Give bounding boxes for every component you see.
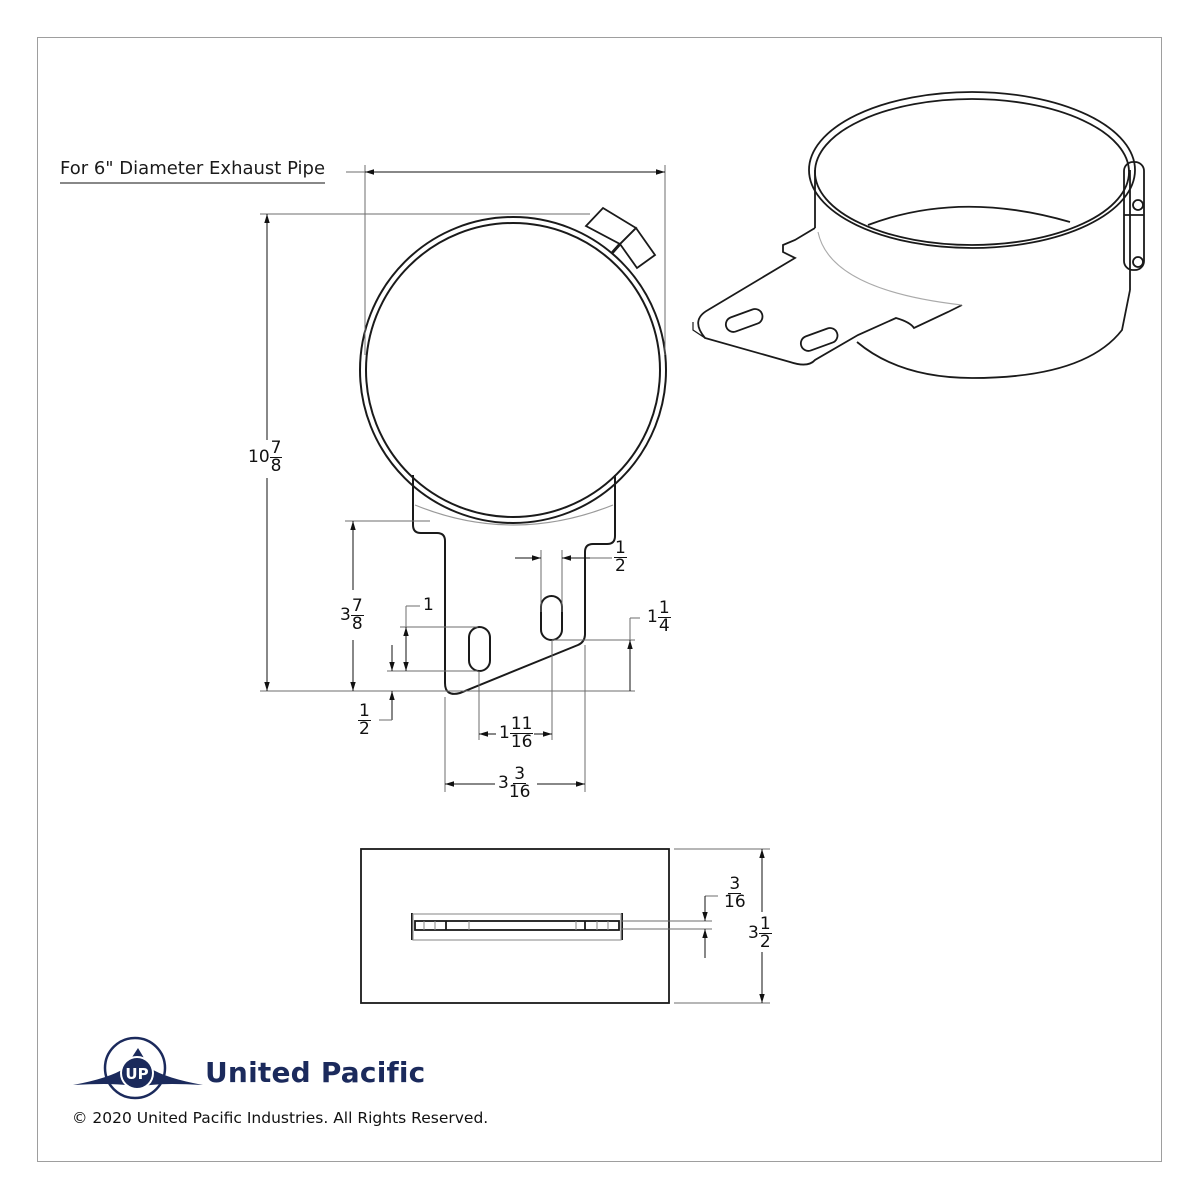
bottom-view-bracket: [360, 848, 670, 1004]
front-view-dimensions: [260, 165, 666, 792]
drawing-title: For 6" Diameter Exhaust Pipe: [60, 158, 326, 184]
drawing-frame: [37, 37, 1162, 1162]
isometric-view-clamp: [692, 91, 1145, 379]
united-pacific-logo-icon: UP: [73, 1036, 203, 1100]
brand-name: United Pacific: [205, 1056, 426, 1089]
left-slot: [468, 626, 491, 672]
hinge-icon: [1123, 161, 1145, 271]
right-slot: [540, 595, 563, 641]
bottom-view-dimensions: [622, 848, 770, 1004]
copyright-notice: © 2020 United Pacific Industries. All Ri…: [72, 1109, 489, 1127]
dim-slot-length: 1: [423, 595, 434, 615]
svg-text:UP: UP: [125, 1065, 148, 1083]
bolt-block: [584, 206, 657, 270]
